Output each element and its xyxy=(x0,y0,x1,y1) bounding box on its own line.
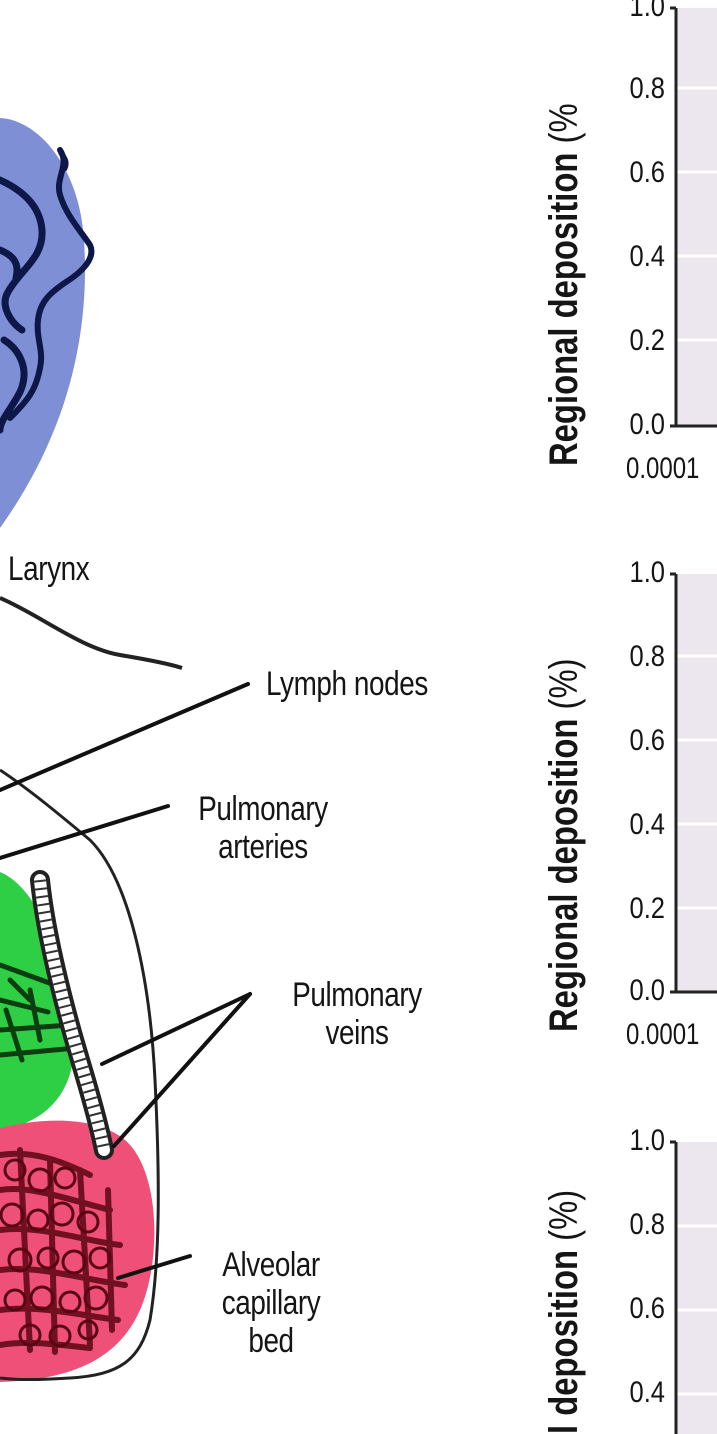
chart-3-ytick: 0.4 xyxy=(629,1376,665,1409)
pulmonary-vessel-inner xyxy=(34,874,110,1156)
head-airway-region xyxy=(0,118,95,528)
alveolar-bed-leader xyxy=(116,1254,192,1280)
chart-3-ytick: 1.0 xyxy=(629,1124,665,1157)
pulmonary-veins-leader-2 xyxy=(112,992,252,1148)
chart-1-ytick: 0.6 xyxy=(629,156,665,189)
chart-1-y-axis-label: Regional deposition xyxy=(542,152,586,466)
alveolar-region xyxy=(0,1120,155,1382)
chart-2-plot-area xyxy=(676,574,717,992)
label-alveolar-line-2: capillary xyxy=(221,1284,321,1322)
chart-3-ytick: 0.8 xyxy=(629,1208,665,1241)
lung-outline xyxy=(0,596,183,1381)
chart-2-ytick: 1.0 xyxy=(629,556,665,589)
tracheobronchial-region xyxy=(0,872,79,1130)
label-pulmonary-veins: Pulmonary veins xyxy=(279,976,435,1052)
chart-1-y-axis-title: Regional deposition (% xyxy=(542,103,587,466)
chart-2-ytick: 0.4 xyxy=(629,808,665,841)
chart-1-ytick: 0.2 xyxy=(629,324,665,357)
chart-1-y-axis-unit: (% xyxy=(542,103,586,144)
lymph-nodes-leader xyxy=(0,682,250,792)
label-lymph-nodes: Lymph nodes xyxy=(266,665,428,703)
chart-1-ytick: 0.8 xyxy=(629,72,665,105)
chart-3-y-axis-label: l deposition xyxy=(542,1249,586,1434)
head-region-fill xyxy=(0,118,86,528)
chart-3-y-axis-unit: (%) xyxy=(542,1189,586,1241)
chart-3-ytick: 0.6 xyxy=(629,1292,665,1325)
label-larynx: Larynx xyxy=(8,550,90,588)
chart-2-ytick: 0.8 xyxy=(629,640,665,673)
chart-2-y-axis-label: Regional deposition xyxy=(542,718,586,1032)
deposition-chart-2 xyxy=(670,572,717,994)
label-pulmonary-arteries: Pulmonary arteries xyxy=(193,790,332,866)
label-pulmonary-arteries-line-2: arteries xyxy=(218,828,308,866)
pulmonary-arteries-leader xyxy=(0,804,170,860)
pulmonary-veins-leader-1 xyxy=(100,992,252,1066)
chart-1-ytick: 0.4 xyxy=(629,240,665,273)
label-pulmonary-veins-line-1: Pulmonary xyxy=(292,976,422,1014)
chart-2-ytick: 0.0 xyxy=(629,974,665,1007)
alveoli-clusters xyxy=(0,1158,112,1348)
chart-2-ytick: 0.2 xyxy=(629,892,665,925)
nose-tip-sketch xyxy=(58,150,69,172)
chart-2-xtick: 0.0001 xyxy=(626,1018,700,1051)
label-pulmonary-arteries-line-1: Pulmonary xyxy=(198,790,328,828)
nasal-cavity-sketch xyxy=(0,176,46,434)
deposition-chart-1 xyxy=(670,6,717,428)
airway-contour xyxy=(0,596,183,670)
chart-3-y-axis-title: l deposition (%) xyxy=(542,1190,587,1434)
label-alveolar-line-3: bed xyxy=(248,1322,294,1360)
chart-2-y-axis-title: Regional deposition (%) xyxy=(542,658,587,1032)
label-leader-lines xyxy=(0,682,252,1280)
chart-2-ytick: 0.6 xyxy=(629,724,665,757)
chart-3-plot-area xyxy=(676,1142,717,1434)
chart-1-ytick: 1.0 xyxy=(629,0,665,23)
face-profile-sketch xyxy=(7,147,95,421)
label-alveolar-capillary-bed: Alveolar capillary bed xyxy=(210,1246,333,1360)
chart-2-y-axis-unit: (%) xyxy=(542,658,586,710)
label-alveolar-line-1: Alveolar xyxy=(222,1246,320,1284)
lung-outer-contour xyxy=(0,768,160,1381)
label-pulmonary-veins-line-2: veins xyxy=(325,1014,389,1052)
chart-1-xtick: 0.0001 xyxy=(626,452,700,485)
deposition-chart-3 xyxy=(670,1140,717,1434)
bronchial-region-fill xyxy=(0,872,75,1130)
chart-1-plot-area xyxy=(676,8,717,426)
chart-1-ytick: 0.0 xyxy=(629,408,665,441)
bronchial-branches xyxy=(0,962,79,1063)
